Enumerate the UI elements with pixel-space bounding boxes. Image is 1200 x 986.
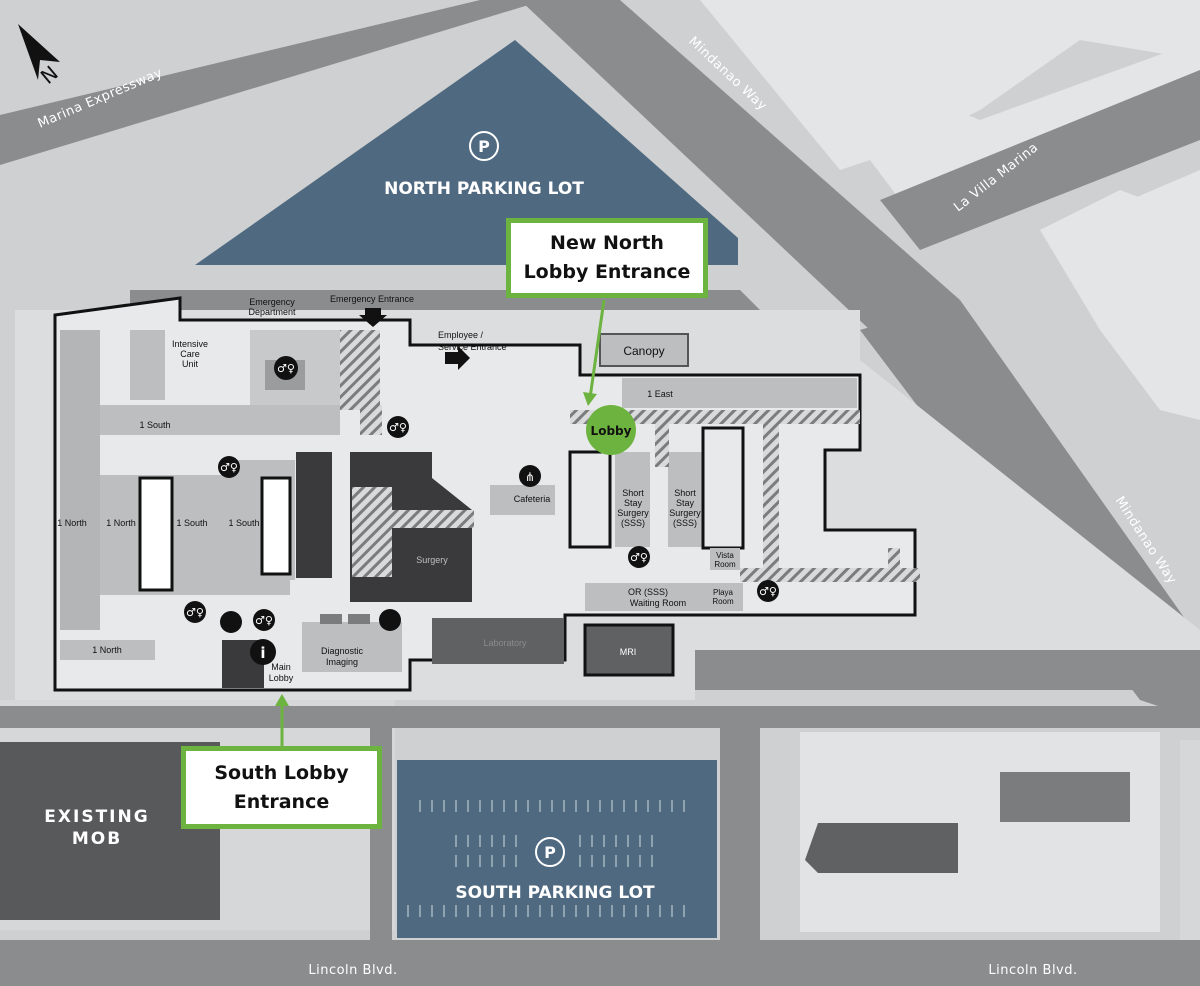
hospital-building	[53, 296, 920, 692]
label-vista-2: Room	[714, 560, 736, 569]
restroom-icon	[387, 416, 409, 438]
restroom-icon	[757, 580, 779, 602]
restroom-icon	[184, 601, 206, 623]
north-callout-arrowhead	[583, 392, 597, 406]
south-callout-arrowhead	[275, 694, 289, 706]
svg-text:♂♀: ♂♀	[255, 614, 273, 627]
svg-text:P: P	[478, 137, 490, 156]
stairs-icon	[379, 609, 401, 631]
label-one-north-mid: 1 North	[106, 518, 136, 528]
label-sss-2c: Surgery	[669, 508, 701, 518]
svg-text:♂♀: ♂♀	[186, 606, 204, 619]
restroom-icon	[253, 609, 275, 631]
label-diagnostic-1: Diagnostic	[321, 646, 364, 656]
south-lobby-entrance-callout: South Lobby Entrance	[181, 746, 382, 829]
lobby-badge-label: Lobby	[591, 424, 632, 438]
svg-text:♂♀: ♂♀	[220, 461, 238, 474]
label-emergency-department-2: Department	[248, 307, 296, 317]
existing-mob-line1: EXISTING	[44, 807, 149, 827]
label-icu-3: Unit	[182, 359, 199, 369]
info-icon-letter: i	[260, 644, 265, 662]
parking-icon: P	[535, 837, 565, 867]
room-labels: Emergency Department Emergency Entrance …	[57, 294, 736, 683]
label-sss-1b: Stay	[624, 498, 643, 508]
restroom-icon	[628, 546, 650, 568]
label-icu-2: Care	[180, 349, 200, 359]
svg-text:♂♀: ♂♀	[277, 362, 295, 375]
label-sss-1a: Short	[622, 488, 644, 498]
label-diagnostic-2: Imaging	[326, 657, 358, 667]
restroom-icon	[274, 356, 298, 380]
label-sss-2d: (SSS)	[673, 518, 697, 528]
label-one-south-c: 1 South	[228, 518, 259, 528]
label-or-waiting-1: OR (SSS)	[628, 587, 668, 597]
label-one-south-top: 1 South	[139, 420, 170, 430]
svg-text:♂♀: ♂♀	[759, 585, 777, 598]
svg-text:♂♀: ♂♀	[389, 421, 407, 434]
existing-mob-line2: MOB	[72, 829, 122, 849]
label-surgery: Surgery	[416, 555, 448, 565]
south-callout-line1: South Lobby	[214, 761, 349, 784]
svg-text:P: P	[544, 843, 556, 862]
label-one-south-mid: 1 South	[176, 518, 207, 528]
label-sss-2a: Short	[674, 488, 696, 498]
north-parking-lot	[195, 40, 738, 265]
street-lincoln-blvd-left: Lincoln Blvd.	[308, 963, 397, 978]
label-sss-1d: (SSS)	[621, 518, 645, 528]
info-icon	[250, 639, 276, 665]
label-sss-2b: Stay	[676, 498, 695, 508]
entrance-arrow-icon	[359, 308, 387, 327]
canopy-label: Canopy	[623, 344, 664, 358]
new-north-lobby-entrance-callout: New North Lobby Entrance	[506, 218, 708, 298]
label-one-north-west: 1 North	[57, 518, 87, 528]
north-callout-line2: Lobby Entrance	[523, 261, 691, 283]
label-main-lobby-1: Main	[271, 662, 291, 672]
label-one-north-bottom: 1 North	[92, 645, 122, 655]
south-parking-lot	[397, 760, 717, 938]
label-mri: MRI	[620, 647, 637, 657]
label-playa-1: Playa	[713, 588, 734, 597]
label-employee-entrance-2: Service Entrance	[438, 342, 507, 352]
label-cafeteria: Cafeteria	[514, 494, 551, 504]
canopy	[599, 333, 689, 367]
svg-text:⋔: ⋔	[525, 470, 535, 484]
south-callout-line2: Entrance	[233, 790, 330, 813]
label-emergency-entrance: Emergency Entrance	[330, 294, 414, 304]
entrance-arrow-icon	[445, 346, 470, 370]
label-main-lobby-2: Lobby	[269, 673, 294, 683]
north-callout-pointer	[588, 299, 606, 399]
stairs-icon	[220, 611, 242, 633]
label-playa-2: Room	[712, 597, 734, 606]
south-parking-lot-label: SOUTH PARKING LOT	[455, 883, 655, 903]
label-sss-1c: Surgery	[617, 508, 649, 518]
dining-icon	[519, 465, 541, 487]
svg-text:♂♀: ♂♀	[630, 551, 648, 564]
label-vista-1: Vista	[716, 551, 734, 560]
label-one-east: 1 East	[647, 389, 673, 399]
lobby-badge[interactable]	[586, 405, 636, 455]
street-lincoln-blvd-right: Lincoln Blvd.	[988, 963, 1077, 978]
label-or-waiting-2: Waiting Room	[630, 598, 686, 608]
restroom-icon	[218, 456, 240, 478]
label-icu-1: Intensive	[172, 339, 208, 349]
parking-icon: P	[469, 131, 499, 161]
north-callout-line1: New North	[550, 232, 664, 254]
restroom-icons	[184, 356, 779, 631]
label-emergency-department-1: Emergency	[249, 297, 295, 307]
label-laboratory: Laboratory	[483, 638, 527, 648]
north-parking-lot-label: NORTH PARKING LOT	[384, 179, 584, 199]
label-employee-entrance-1: Employee /	[438, 330, 484, 340]
